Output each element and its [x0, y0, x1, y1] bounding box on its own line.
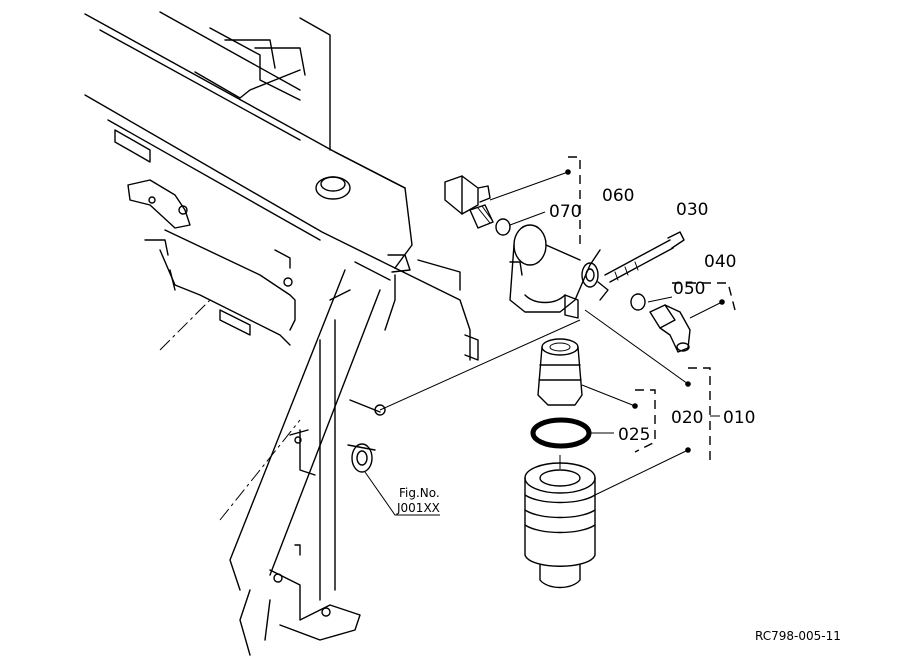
leader-dots	[565, 169, 725, 453]
callout-040: 040	[704, 252, 736, 272]
part-010-coupler	[524, 455, 596, 589]
frame-structure	[84, 11, 479, 656]
callout-010: 010	[723, 408, 755, 428]
callout-025: 025	[618, 425, 650, 445]
part-070-o-ring	[495, 218, 511, 236]
part-020-adapter	[537, 338, 583, 406]
part-elbow-housing	[509, 224, 609, 319]
figure-ref-label: Fig.No.	[399, 486, 440, 500]
part-025-o-ring	[530, 417, 592, 449]
figure-ref-number: J001XX	[396, 501, 440, 515]
drawing-code: RC798-005-11	[755, 629, 841, 643]
leader-lines	[364, 156, 736, 516]
callout-030: 030	[676, 200, 708, 220]
part-030-bolt	[604, 231, 685, 283]
part-050-o-ring	[630, 293, 646, 311]
callout-060: 060	[602, 186, 634, 206]
callout-070: 070	[549, 202, 581, 222]
part-040-elbow	[649, 304, 691, 353]
callout-050: 050	[673, 279, 705, 299]
part-060-switch	[444, 175, 494, 229]
callout-020: 020	[671, 408, 703, 428]
